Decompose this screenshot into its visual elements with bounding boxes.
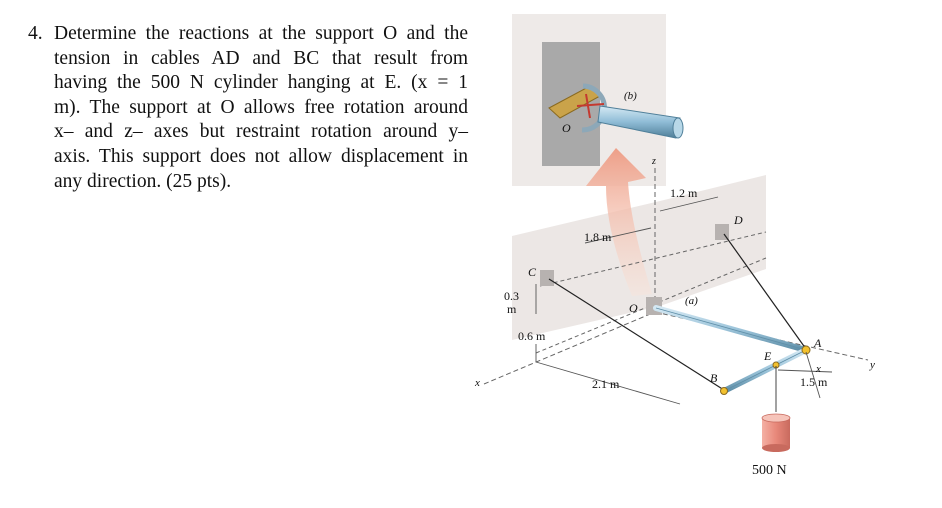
reference-line-upper [539,231,767,287]
detail-rod [597,105,681,139]
cylinder-weight [761,413,791,452]
dim-line-2-1 [535,361,681,405]
point-b-label: B [710,371,718,385]
dim-1-5-label: 1.5 m [800,375,828,389]
dimension-lines [535,196,833,405]
problem-line-5: x– and z– axes but restraint rotation ar… [54,121,468,143]
dim-line-x [777,369,833,373]
right-wall [660,175,766,306]
rod-ba-edge [723,349,807,392]
problem-line-4: m). The support at O allows free rotatio… [54,96,468,118]
detail-b-label: (b) [624,90,637,102]
detail-o-label: O [562,121,571,135]
problem-text-line: Determine the reactions at the support O… [54,23,468,44]
detail-rod-end [672,117,684,139]
cylinder-bottom [762,444,790,452]
point-a-label: A [813,336,822,350]
pin-z [576,103,605,107]
dim-line-1-5 [805,351,821,399]
problem-statement: 4. Determine the reactions at the support… [28,22,468,194]
x-axis-line [483,311,656,385]
support-c [540,270,554,286]
dim-0-6-label: 0.6 m [518,329,546,343]
dim-0-3-label-bottom: m [507,302,517,316]
dim-line-1-2 [659,196,719,212]
load-label: 500 N [752,463,787,478]
dim-1-8-label: 1.8 m [584,230,612,244]
problem-line-1: 4. Determine the reactions at the support… [28,22,468,47]
z-axis-label: z [651,156,656,167]
joint-b [720,387,728,395]
dim-1-2-label: 1.2 m [670,186,698,200]
problem-line-6: axis. This support does not allow displa… [54,145,468,167]
cable-bc [548,278,725,391]
problem-number: 4. [28,23,43,44]
problem-line-7: any direction. (25 pts). [54,170,232,192]
problem-line-2: tension in cables AD and BC that result … [54,47,468,69]
x-axis-label: x [474,377,480,389]
dim-0-3-label-top: 0.3 [504,289,519,303]
cylinder-top [761,413,791,423]
detail-a-label: (a) [685,295,698,307]
detail-b: (b) O [512,14,684,186]
point-c-label: C [528,265,537,279]
problem-line-3: having the 500 N cylinder hanging at E. … [54,72,468,94]
dim-line-1-8 [584,227,652,244]
point-o-label: O [629,301,638,315]
point-e-label: E [763,349,772,363]
cable-ad [723,233,807,350]
dim-2-1-label: 2.1 m [592,377,620,391]
point-d-label: D [733,213,743,227]
cylinder-body [762,418,790,448]
dim-x-label: x [815,363,821,375]
detail-arrow [586,148,652,296]
rod-oa-edge [655,307,807,351]
y-axis-label: y [869,359,875,371]
joint-a [801,345,811,355]
